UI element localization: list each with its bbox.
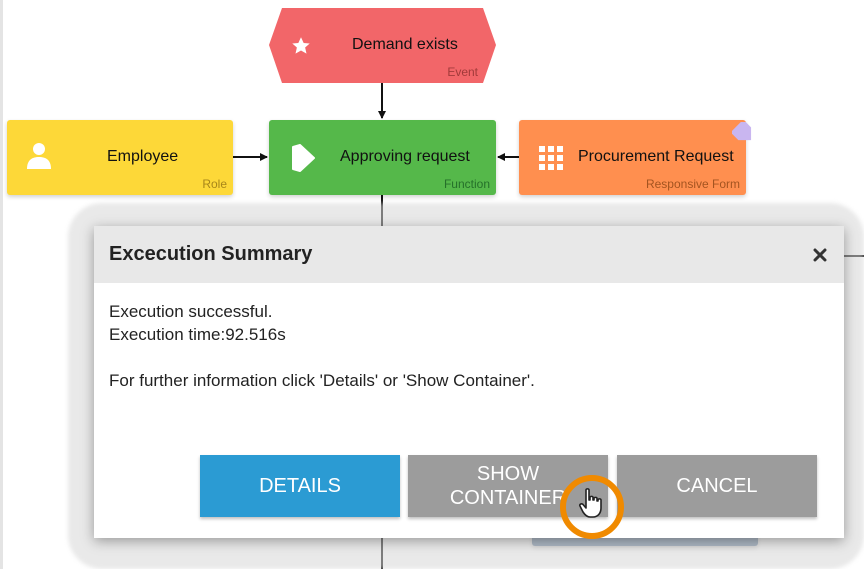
- function-type-label: Function: [443, 177, 490, 191]
- cancel-button-label: CANCEL: [676, 475, 758, 497]
- message-info: For further information click 'Details' …: [109, 371, 535, 390]
- function-shape[interactable]: Approving request Function: [269, 120, 496, 195]
- show-container-button-label: SHOW CONTAINER: [450, 462, 566, 510]
- message-status: Execution successful.: [109, 302, 273, 321]
- hand-pointer-icon: [578, 488, 602, 518]
- person-icon: [27, 143, 51, 169]
- role-type-label: Role: [202, 177, 227, 191]
- event-shape[interactable]: Demand exists Event: [269, 8, 496, 83]
- star-icon: [292, 37, 310, 54]
- details-button-label: DETAILS: [259, 475, 341, 497]
- role-title: Employee: [107, 148, 179, 165]
- tag-icon: [732, 122, 752, 141]
- event-type-label: Event: [447, 65, 478, 79]
- event-title: Demand exists: [352, 36, 458, 53]
- form-type-label: Responsive Form: [645, 177, 740, 191]
- role-shape[interactable]: Employee Role: [7, 120, 233, 195]
- execution-summary-dialog: Excecution Summary Execution successful.…: [94, 226, 844, 538]
- close-icon[interactable]: [810, 245, 830, 265]
- show-container-label-line1: SHOW: [476, 463, 540, 485]
- details-button[interactable]: DETAILS: [200, 455, 400, 517]
- dialog-body: Execution successful. Execution time:92.…: [109, 300, 809, 392]
- form-shape[interactable]: Procurement Request Responsive Form: [519, 120, 752, 195]
- dialog-header: Excecution Summary: [94, 226, 844, 283]
- grid-icon: [539, 146, 563, 170]
- dialog-title: Excecution Summary: [109, 243, 313, 265]
- canvas-left-border: [0, 0, 3, 569]
- function-title: Approving request: [340, 148, 470, 165]
- cursor-highlight-ring: [560, 475, 624, 539]
- form-title: Procurement Request: [578, 148, 734, 165]
- play-icon: [292, 144, 315, 172]
- show-container-label-line2: CONTAINER: [449, 487, 567, 509]
- message-time: Execution time:92.516s: [109, 325, 286, 344]
- message-spacer: [109, 346, 809, 369]
- cancel-button[interactable]: CANCEL: [617, 455, 817, 517]
